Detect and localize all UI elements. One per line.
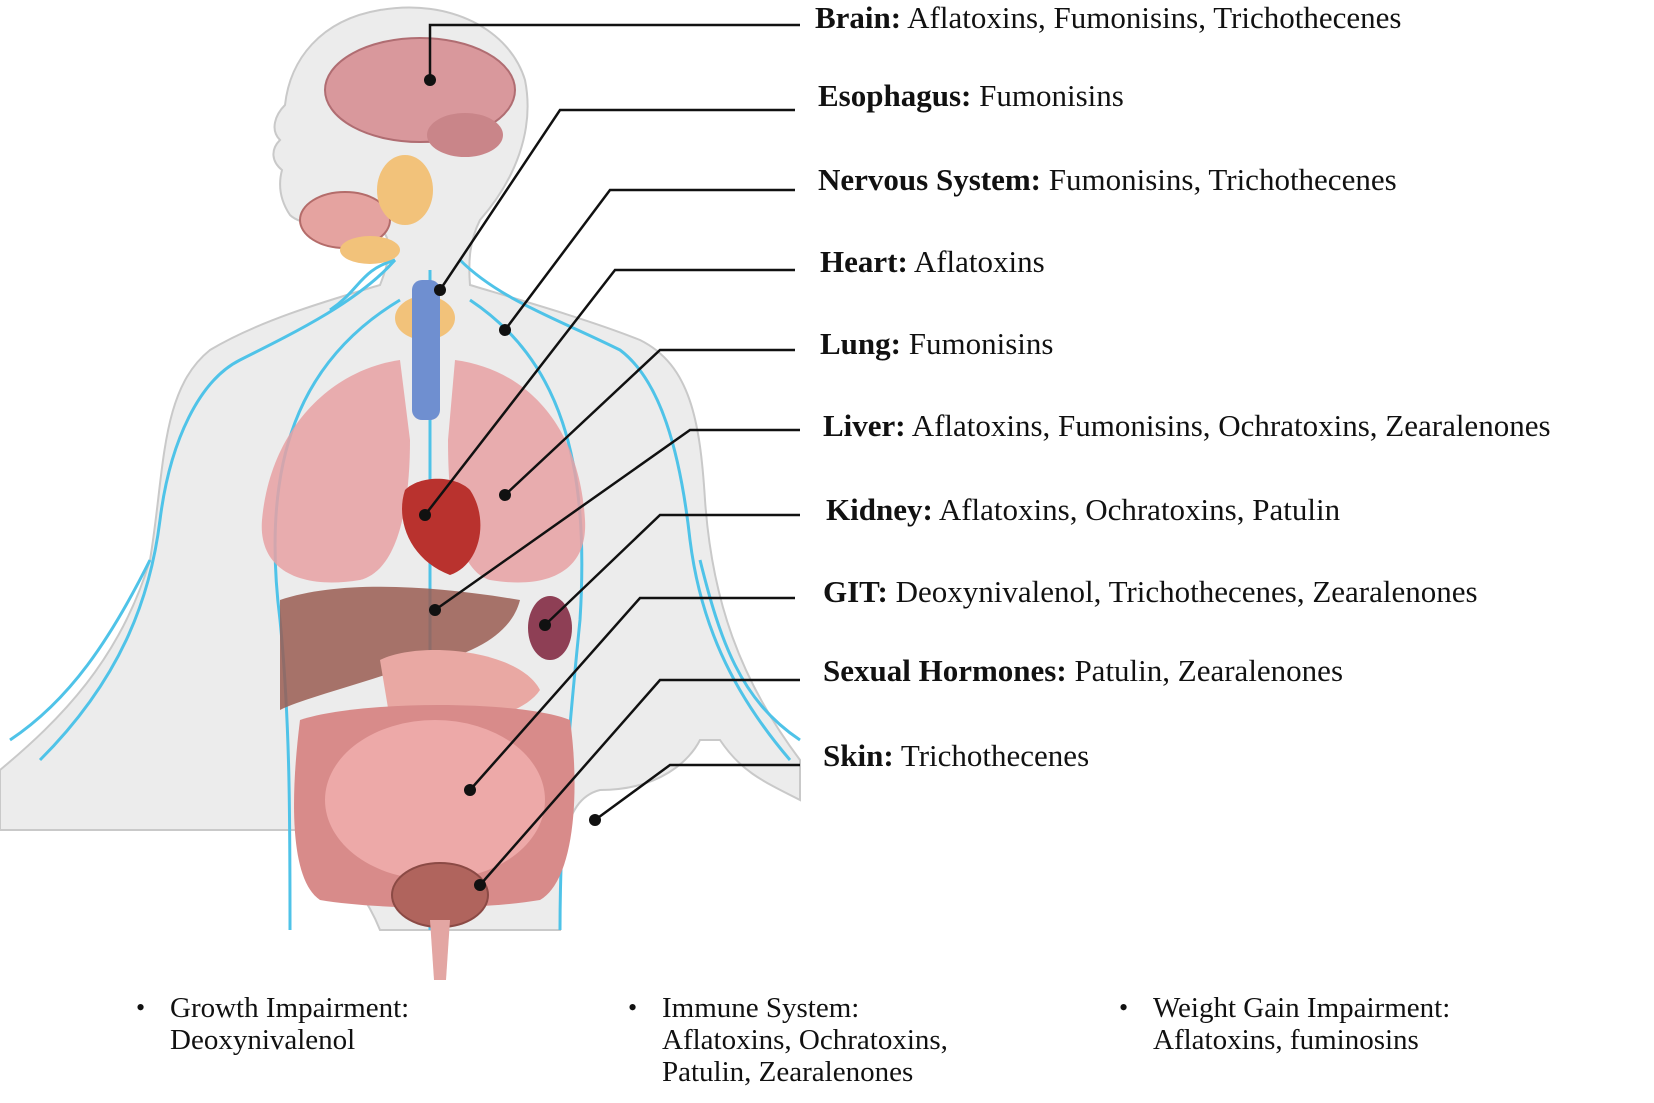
effect-toxins: Deoxynivalenol — [170, 1024, 356, 1056]
label-esophagus: Esophagus: Fumonisins — [818, 78, 1124, 114]
label-skin: Skin: Trichothecenes — [823, 738, 1089, 774]
label-kidney: Kidney: Aflatoxins, Ochratoxins, Patulin — [826, 492, 1340, 528]
label-nervous-system: Nervous System: Fumonisins, Trichothecen… — [818, 162, 1397, 198]
bullet-icon: • — [1119, 993, 1129, 1022]
label-lung: Lung: Fumonisins — [820, 326, 1053, 362]
bladder — [391, 862, 489, 928]
organ-name: Sexual Hormones: — [823, 653, 1067, 688]
effect-immune-system: • Immune System: Aflatoxins, Ochratoxins… — [628, 992, 948, 1088]
organ-name: Liver: — [823, 408, 906, 443]
salivary-gland-lower — [340, 236, 400, 264]
organ-toxins: Fumonisins — [979, 78, 1124, 113]
organ-name: Heart: — [820, 244, 908, 279]
organ-toxins: Trichothecenes — [900, 738, 1090, 773]
small-intestine — [325, 720, 545, 880]
organ-toxins: Aflatoxins, Fumonisins, Trichothecenes — [907, 0, 1402, 35]
salivary-gland — [377, 155, 433, 225]
effect-title: Immune System: — [662, 992, 860, 1024]
label-git: GIT: Deoxynivalenol, Trichothecenes, Zea… — [823, 574, 1478, 610]
effect-weight-gain-impairment: • Weight Gain Impairment: Aflatoxins, fu… — [1119, 992, 1451, 1056]
label-sexual-hormones: Sexual Hormones: Patulin, Zearalenones — [823, 653, 1343, 689]
heart — [402, 478, 481, 575]
organ-toxins: Aflatoxins, Fumonisins, Ochratoxins, Zea… — [911, 408, 1551, 443]
bullet-icon: • — [136, 993, 146, 1022]
trachea — [412, 280, 440, 420]
organ-name: Brain: — [815, 0, 902, 35]
leader-lines — [424, 23, 800, 886]
organ-name: GIT: — [823, 574, 888, 609]
bullet-icon: • — [628, 993, 638, 1022]
effect-toxins-cont: Patulin, Zearalenones — [662, 1056, 914, 1088]
organ-name: Kidney: — [826, 492, 933, 527]
organ-toxins: Fumonisins, Trichothecenes — [1048, 162, 1397, 197]
organ-toxins: Aflatoxins — [913, 244, 1045, 279]
label-liver: Liver: Aflatoxins, Fumonisins, Ochratoxi… — [823, 408, 1551, 444]
liver — [280, 586, 520, 710]
organ-toxins: Fumonisins — [908, 326, 1054, 361]
effect-toxins: Aflatoxins, Ochratoxins, — [662, 1024, 948, 1056]
organ-name: Esophagus: — [818, 78, 972, 113]
organ-toxins: Aflatoxins, Ochratoxins, Patulin — [938, 492, 1341, 527]
organ-name: Skin: — [823, 738, 894, 773]
label-heart: Heart: Aflatoxins — [820, 244, 1045, 280]
urethra — [430, 920, 450, 980]
organ-name: Lung: — [820, 326, 901, 361]
leader-endpoints — [419, 74, 601, 891]
label-brain: Brain: Aflatoxins, Fumonisins, Trichothe… — [815, 0, 1401, 36]
organ-toxins: Deoxynivalenol, Trichothecenes, Zearalen… — [895, 574, 1478, 609]
effect-growth-impairment: • Growth Impairment: Deoxynivalenol — [136, 992, 410, 1056]
effect-title: Growth Impairment: — [170, 992, 410, 1024]
organ-toxins: Patulin, Zearalenones — [1074, 653, 1344, 688]
effect-title: Weight Gain Impairment: — [1153, 992, 1451, 1024]
effect-toxins: Aflatoxins, fuminosins — [1153, 1024, 1419, 1056]
left-lung — [261, 360, 410, 583]
cerebellum — [427, 113, 503, 157]
organ-name: Nervous System: — [818, 162, 1041, 197]
